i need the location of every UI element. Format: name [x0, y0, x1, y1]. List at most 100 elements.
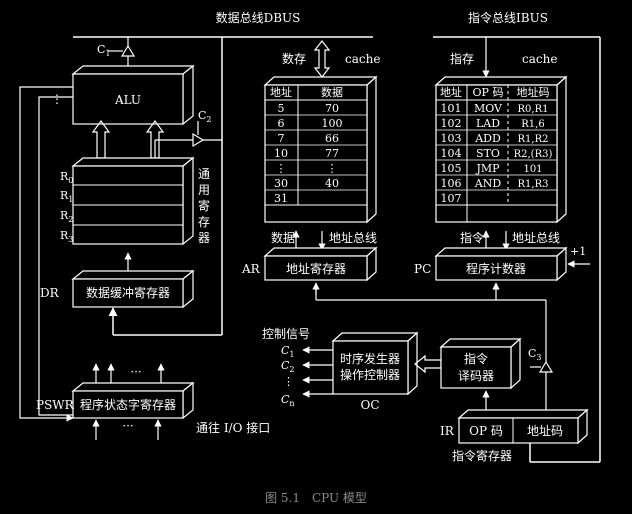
data-mem-addr-cell: ⋮: [276, 162, 287, 175]
data-memory-bus-link: [313, 40, 331, 78]
pswr-side-label: PSWR: [36, 398, 75, 412]
control-signal-labels: C1 C2 ⋮ Cn: [281, 344, 295, 408]
instr-cache-label: cache: [522, 52, 557, 66]
pswr-dots-top: ···: [130, 365, 141, 379]
data-cache-label: cache: [345, 52, 380, 66]
instr-mem-addr-cell: 106: [441, 177, 462, 190]
data-mem-addr-cell: 7: [278, 132, 285, 145]
reg-r3: R3: [60, 229, 73, 244]
decoder-line1: 指令: [464, 351, 488, 366]
ir-register: OP 码 地址码 IR 指令寄存器: [440, 408, 589, 463]
c2-label: C2: [198, 109, 212, 124]
c1-gate: [108, 37, 136, 66]
instr-mem-addr-cell: 104: [441, 147, 462, 160]
register-group-label: 通 用 寄 存 器: [198, 167, 210, 245]
instr-mem-op-cell: LAD: [476, 117, 500, 130]
ir-side-label: IR: [440, 424, 455, 438]
svg-text:器: 器: [198, 231, 210, 245]
oc-label: OC: [360, 398, 379, 412]
alu-label: ALU: [114, 93, 141, 107]
instr-mem-op-cell: ADD: [474, 132, 501, 145]
figure-caption: 图 5.1 CPU 模型: [265, 491, 367, 505]
alu-block: ALU ⋮: [51, 64, 195, 126]
svg-text:Cn: Cn: [281, 393, 295, 408]
ar-input: [312, 282, 546, 301]
reg-r1: R1: [60, 189, 73, 204]
data-mem-header-data: 数据: [321, 85, 343, 99]
c3-gate: [530, 300, 554, 410]
pc-to-instr-mem: [482, 230, 510, 251]
instr-mem-operand-cell: R1,R2: [518, 134, 549, 145]
alu-dots: ⋮: [51, 92, 63, 106]
instr-mem-header-addr: 地址: [440, 85, 462, 99]
instr-mem-addr-cell: 103: [441, 132, 462, 145]
instr-mem-op-cell: AND: [474, 177, 502, 190]
c1-label: C1: [97, 43, 111, 58]
data-mem-value-cell: 100: [322, 117, 343, 130]
pswr-dots-bottom: ···: [122, 419, 133, 433]
pc-register: 程序计数器 PC: [414, 246, 568, 282]
pswr-inputs: [92, 419, 162, 440]
pc-label: 程序计数器: [466, 261, 526, 276]
alu-feedback: [19, 86, 74, 422]
decoder-to-oc: [414, 354, 442, 374]
ir-op-label: OP 码: [469, 424, 503, 438]
data-mem-value-cell: 77: [325, 147, 339, 160]
data-mem-addr-cell: 6: [278, 117, 285, 130]
reg-r2: R2: [60, 209, 73, 224]
pswr-register: 程序状态字寄存器 PSWR: [36, 381, 195, 420]
ar-to-data-mem: [292, 230, 326, 251]
data-mem-header-addr: 地址: [270, 85, 292, 99]
dr-side-label: DR: [40, 286, 60, 300]
instruction-bus: [433, 36, 601, 463]
register-names: R0 R1 R2 R3: [60, 170, 73, 244]
svg-text:用: 用: [198, 183, 210, 197]
svg-text:⋮: ⋮: [283, 375, 294, 388]
instr-mem-operand-cell: R1,R3: [518, 179, 549, 190]
ar-side-label: AR: [241, 262, 261, 276]
c3-label: C3: [528, 347, 542, 362]
instr-mem-addr-cell: 102: [441, 117, 462, 130]
pc-side-label: PC: [414, 262, 431, 276]
dbus-label: 数据总线DBUS: [216, 10, 301, 25]
general-registers: [71, 156, 195, 246]
instr-mem-bus-instr: 指令: [460, 230, 484, 245]
data-mem-bus-addr: 地址总线: [329, 231, 377, 245]
pswr-outputs: [92, 363, 165, 383]
pswr-label: 程序状态字寄存器: [80, 397, 176, 412]
instr-mem-operand-cell: R0,R1: [518, 104, 549, 115]
instr-mem-op-cell: JMP: [475, 162, 500, 175]
control-signal-arrows: [302, 346, 333, 398]
oc-line1: 时序发生器: [340, 351, 400, 366]
control-signal-title: 控制信号: [262, 327, 310, 341]
instr-mem-addr-cell: 101: [441, 102, 462, 115]
instr-mem-addr-cell: 107: [441, 192, 462, 205]
io-label: 通往 I/O 接口: [196, 420, 270, 435]
dr-label: 数据缓冲寄存器: [86, 285, 170, 300]
instr-mem-operand-cell: 101: [523, 164, 542, 175]
instr-mem-header-addrcode: 地址码: [517, 85, 550, 99]
svg-text:寄: 寄: [198, 198, 210, 213]
oc-block: 时序发生器 操作控制器 OC: [331, 331, 419, 412]
ar-register: 地址寄存器 AR: [241, 246, 378, 282]
data-mem-bus-data: 数据: [271, 230, 295, 245]
instr-mem-addr-cell: 105: [441, 162, 462, 175]
decoder-line2: 译码器: [458, 369, 494, 383]
instr-mem-op-cell: MOV: [474, 102, 503, 115]
data-memory-title: 数存: [282, 51, 306, 66]
data-mem-addr-cell: 31: [274, 192, 288, 205]
decoder-block: 指令 译码器: [439, 337, 522, 390]
data-bus: [73, 36, 373, 336]
data-mem-addr-cell: 10: [274, 147, 288, 160]
ibus-label: 指令总线IBUS: [468, 10, 548, 25]
data-mem-value-cell: 40: [325, 177, 339, 190]
instr-memory-title: 指存: [450, 51, 474, 66]
instr-mem-bus-addr: 地址总线: [512, 231, 560, 245]
data-mem-value-cell: ⋮: [327, 162, 338, 175]
ar-label: 地址寄存器: [286, 261, 346, 276]
dr-register: 数据缓冲寄存器 DR: [40, 269, 195, 309]
svg-text:存: 存: [198, 215, 210, 229]
